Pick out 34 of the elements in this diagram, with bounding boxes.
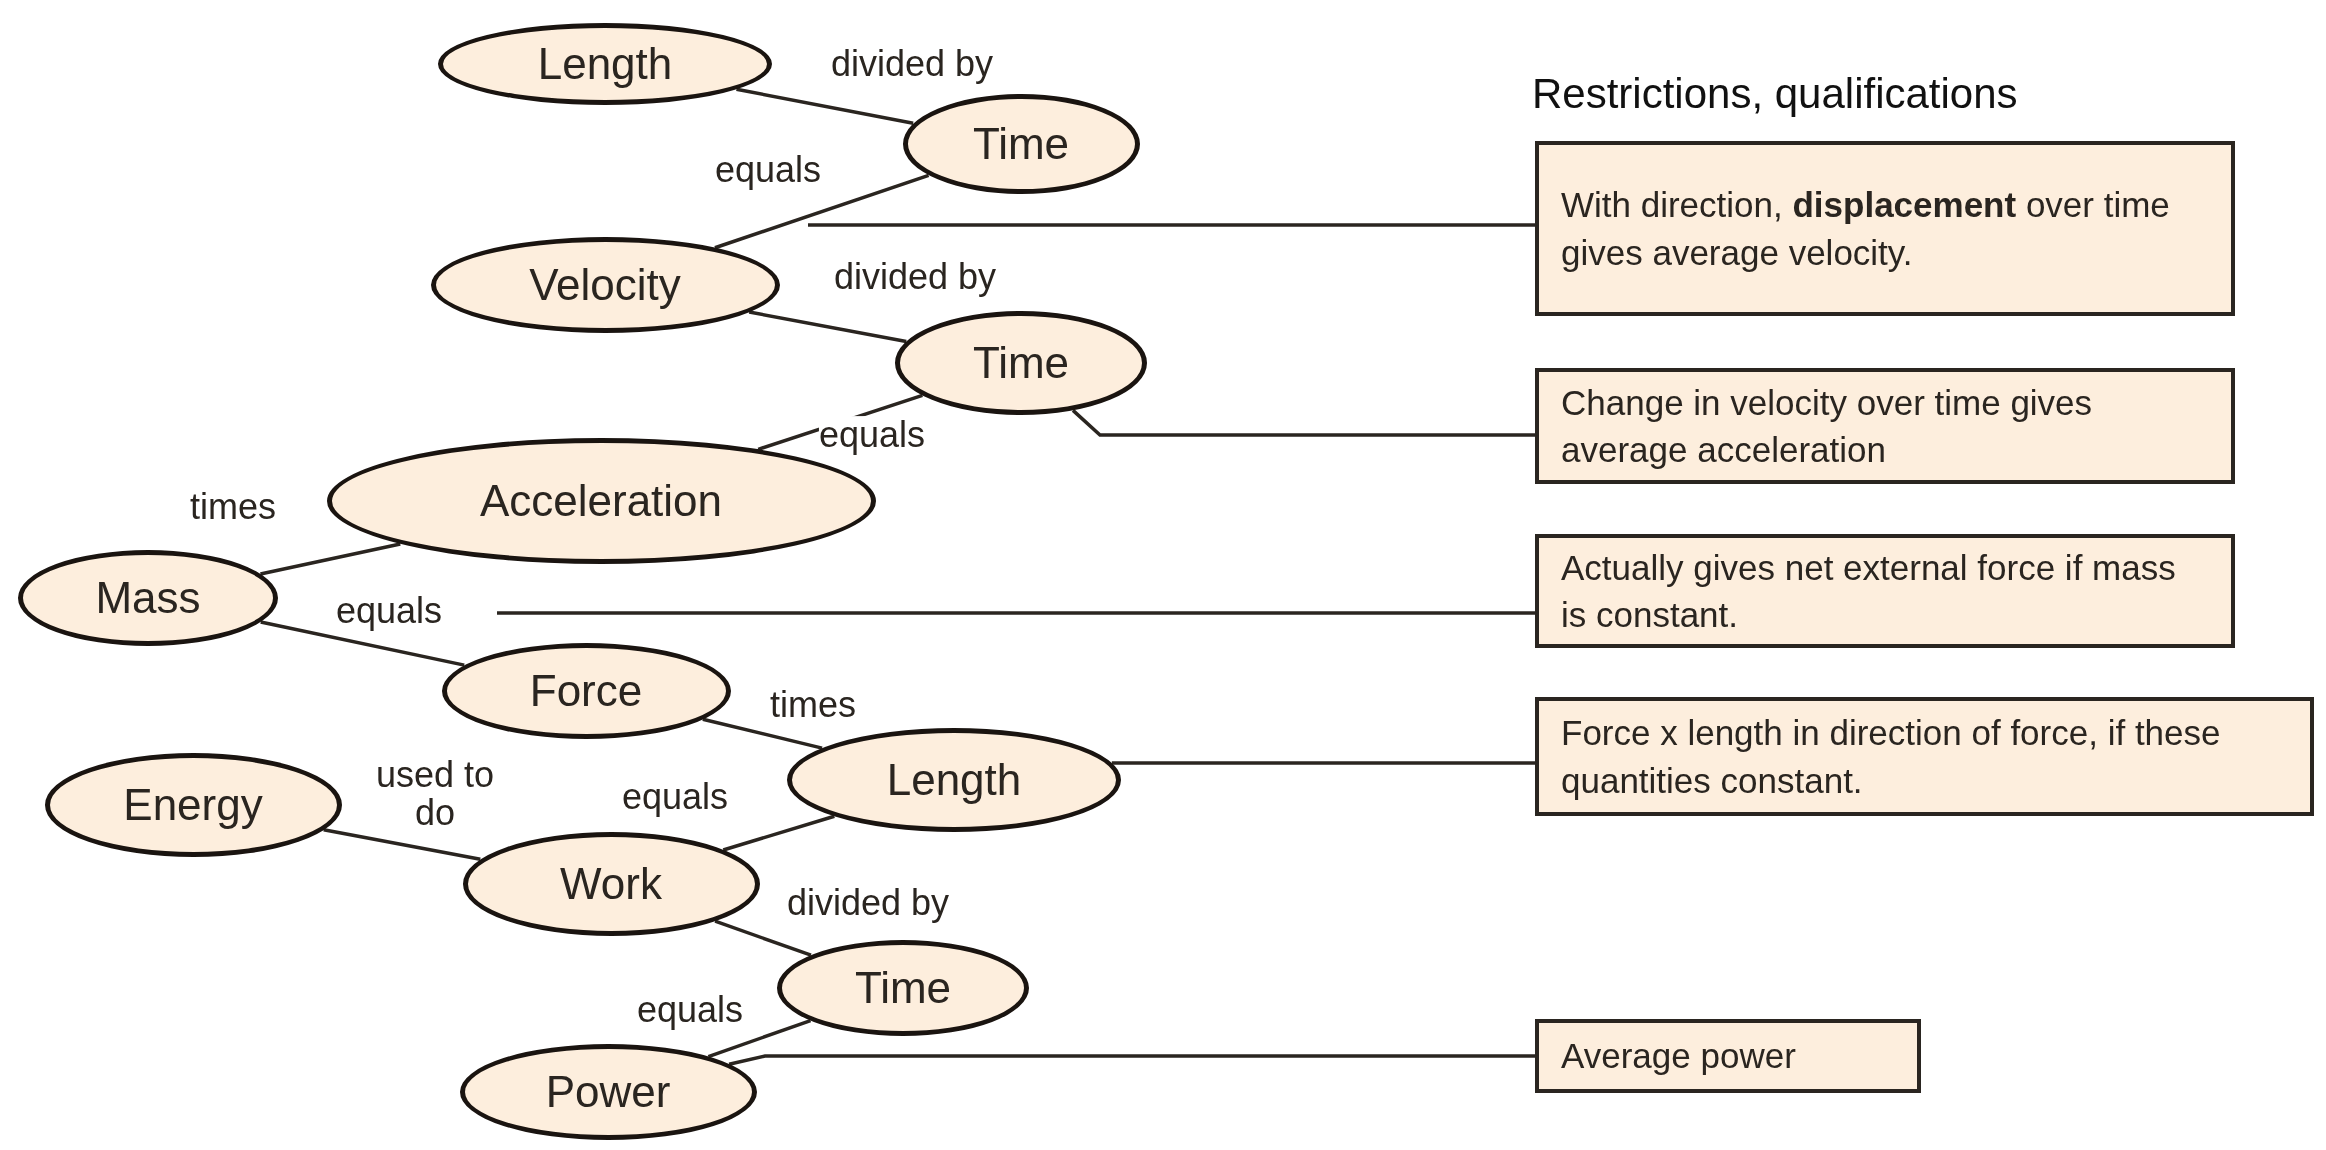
note-text: Actually gives net external force if mass is constant. <box>1561 546 2177 636</box>
concept-label: Length <box>537 39 673 89</box>
concept-label: Work <box>560 859 662 909</box>
note-text: Average power <box>1561 1035 1796 1078</box>
note-box <box>1535 534 2235 648</box>
concept-label: Velocity <box>529 260 681 310</box>
note-text: Change in velocity over time gives average acceleration <box>1561 381 2094 471</box>
concept-label: Time <box>854 963 952 1013</box>
note-box <box>1535 697 2314 816</box>
concept-label: Time <box>972 338 1070 388</box>
leader-line <box>808 223 1535 227</box>
connector-line <box>702 717 823 750</box>
concept-label: Energy <box>123 780 263 830</box>
note-box <box>1535 141 2235 316</box>
connector-line <box>323 828 481 861</box>
connector-line <box>707 1018 812 1059</box>
connector-line <box>260 542 401 576</box>
concept-label: Power <box>545 1067 671 1117</box>
concept-label: Length <box>886 755 1022 805</box>
column-heading: Restrictions, qualifications <box>1532 70 2018 118</box>
concept-label: Mass <box>95 573 201 623</box>
connector-line <box>722 814 835 852</box>
connector-line <box>260 620 465 667</box>
note-box <box>1535 1019 1921 1093</box>
note-box <box>1535 368 2235 484</box>
note-text: With direction, displacement over time gives average velocity. <box>1561 184 2171 274</box>
concept-label: Force <box>529 666 643 716</box>
connector-line <box>714 173 930 250</box>
concept-label: Time <box>972 119 1070 169</box>
concept-label: Acceleration <box>479 476 723 526</box>
connector-line <box>714 919 812 957</box>
leader-line <box>728 1054 1535 1066</box>
leader-line <box>497 611 1535 615</box>
note-text: Force x length in direction of force, if these quantities constant. <box>1561 712 2222 802</box>
